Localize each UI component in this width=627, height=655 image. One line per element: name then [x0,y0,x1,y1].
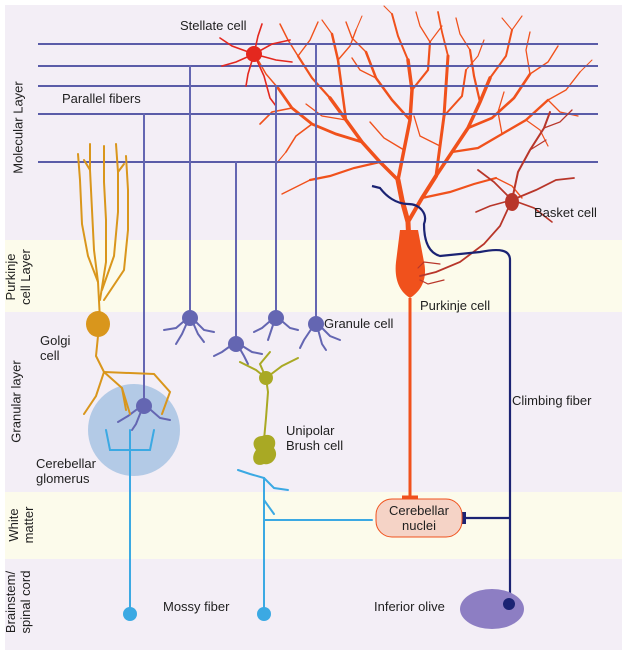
unipolar-soma [259,371,273,385]
purkinje-dendritic-tree [247,5,593,248]
layer-label-purkinje: Purkinje cell Layer [3,242,33,312]
stellate-cell [219,23,293,107]
label-golgi-2: cell [40,348,60,363]
inferior-olive [460,589,524,629]
purkinje-cell [395,230,426,499]
inferior-olive-neuron [503,598,515,610]
golgi-soma [86,311,110,337]
label-mossy-fiber: Mossy fiber [163,599,230,614]
layer-label-granular: Granular layer [8,360,24,443]
layer-label-brainstem: Brainstem/ spinal cord [3,562,33,642]
layer-label-white-1: White [6,508,21,542]
label-stellate-cell: Stellate cell [180,18,247,33]
cerebellar-glomerulus [88,384,180,476]
layer-label-purkinje-2: cell Layer [18,249,33,305]
label-purkinje-cell: Purkinje cell [420,298,491,313]
layer-label-brainstem-2: spinal cord [18,570,33,634]
label-climbing-fiber: Climbing fiber [512,393,592,408]
label-parallel-fibers: Parallel fibers [62,91,141,106]
layer-label-brainstem-1: Brainstem/ [3,570,18,634]
label-granule-cell: Granule cell [324,316,394,331]
layer-label-white: White matter [6,500,36,550]
label-inferior-olive: Inferior olive [374,599,445,614]
brainstem-band [5,559,622,650]
white-matter-band [5,492,622,559]
label-nuclei-1: Cerebellar [389,503,449,518]
label-nuclei-2: nuclei [402,518,436,533]
unipolar-brush [253,434,277,465]
label-cerebellar-nuclei: Cerebellar nuclei [376,503,462,533]
stellate-soma [246,46,262,62]
climbing-fiber-terminal [460,512,466,524]
label-basket-cell: Basket cell [534,205,597,220]
label-golgi-1: Golgi [40,333,71,348]
climbing-fiber [371,184,512,605]
cerebellar-nuclei [375,498,463,538]
label-unipolar-brush-cell: Unipolar Brush cell [286,423,343,453]
label-unipolar-2: Brush cell [286,438,344,453]
golgi-cell [77,143,172,415]
mossy-fiber-origin [257,607,271,621]
label-golgi-cell: Golgi cell [40,333,70,363]
parallel-fiber-lines [38,43,598,163]
label-glomerus-1: Cerebellar [36,456,96,471]
mossy-fiber-origin [123,607,137,621]
label-glomerus-2: glomerus [36,471,90,486]
granule-somas [136,310,324,414]
label-unipolar-1: Unipolar [286,423,335,438]
layer-label-purkinje-1: Purkinje [3,253,18,301]
basket-soma [505,193,519,211]
mossy-fibers [105,429,373,613]
layer-label-molecular: Molecular Layer [10,81,26,174]
layer-label-white-2: matter [21,506,36,544]
label-cerebellar-glomerus: Cerebellar glomerus [36,456,96,486]
